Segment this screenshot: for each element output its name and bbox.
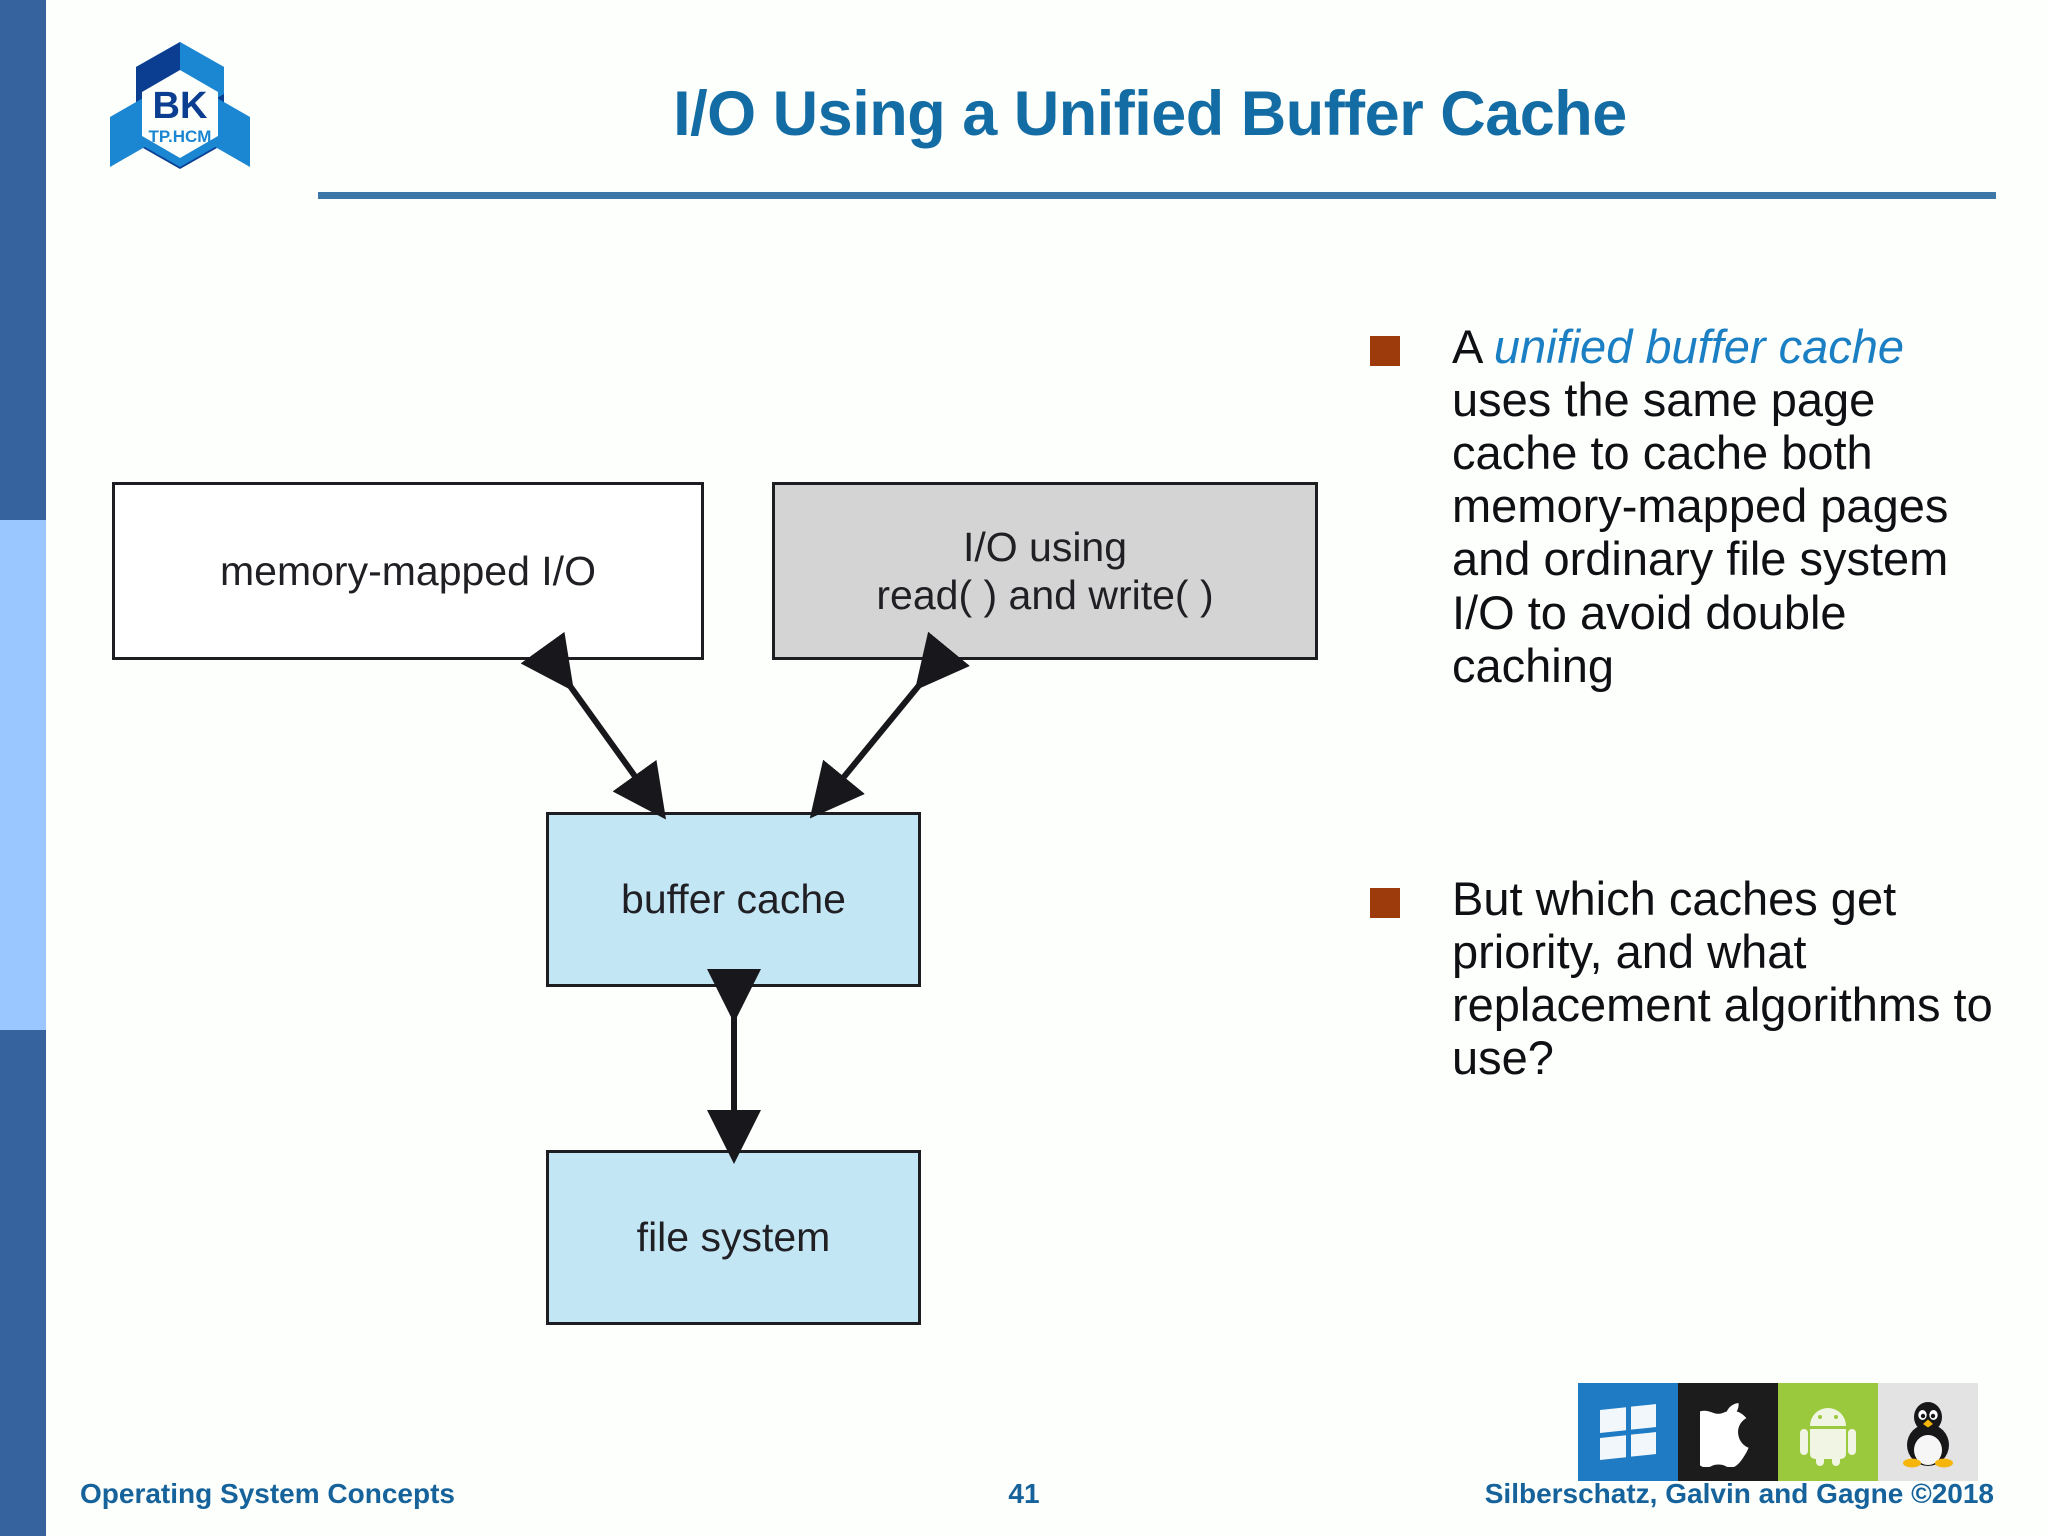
bullet-lead-text: A — [1452, 320, 1494, 373]
bullet-lead-text: But which caches get priority, and what … — [1452, 871, 1993, 1085]
diagram-box-io-read-write: I/O using read( ) and write( ) — [772, 482, 1318, 660]
bullet-item-priority-question: But which caches get priority, and what … — [1370, 872, 2010, 1084]
linux-tux-icon — [1878, 1383, 1978, 1481]
bullet-list: A unified buffer cache uses the same pag… — [1370, 320, 2010, 1084]
bullet-item-unified-buffer-cache: A unified buffer cache uses the same pag… — [1370, 320, 2010, 692]
footer-page-number: 41 — [1008, 1478, 1040, 1509]
diagram-box-buffer-cache-label: buffer cache — [621, 876, 846, 923]
connector-mmio-to-buffer — [520, 631, 667, 820]
title-underline-rule — [318, 192, 1996, 199]
android-icon — [1778, 1383, 1878, 1481]
android-glyph — [1800, 1407, 1856, 1466]
bullet-tail-text: uses the same page cache to cache both m… — [1452, 373, 1949, 692]
apple-icon — [1678, 1383, 1778, 1481]
diagram-box-memory-mapped-io: memory-mapped I/O — [112, 482, 704, 660]
io-read-write-line1: I/O using — [962, 523, 1128, 570]
bk-tphcm-logo: BK TP.HCM — [100, 38, 260, 198]
tux-glyph — [1903, 1401, 1953, 1468]
svg-text:TP.HCM: TP.HCM — [149, 127, 212, 146]
sidebar-bar-middle — [0, 520, 46, 1030]
connector-readwrite-to-buffer — [809, 631, 970, 819]
footer-left-text: Operating System Concepts — [80, 1478, 455, 1509]
windows-icon — [1578, 1383, 1678, 1481]
sidebar-bar-bottom — [0, 1030, 46, 1536]
diagram-box-io-read-write-label: I/O using read( ) and write( ) — [876, 523, 1213, 620]
bullet-emphasis-text: unified buffer cache — [1493, 320, 1905, 373]
footer-right-attribution: Silberschatz, Galvin and Gagne ©2018 — [1484, 1478, 1994, 1509]
windows-glyph — [1600, 1404, 1656, 1460]
os-logo-row — [1578, 1383, 1978, 1481]
diagram-box-file-system-label: file system — [636, 1214, 831, 1261]
diagram-box-file-system: file system — [546, 1150, 921, 1325]
diagram-box-memory-mapped-io-label: memory-mapped I/O — [220, 547, 596, 594]
io-read-write-line2: read( ) and write( ) — [876, 572, 1214, 618]
page-title: I/O Using a Unified Buffer Cache — [673, 79, 1627, 149]
bullet-square-icon — [1370, 336, 1400, 366]
diagram-box-buffer-cache: buffer cache — [546, 812, 921, 987]
apple-glyph — [1700, 1402, 1749, 1467]
bullet-square-icon — [1370, 887, 1400, 918]
sidebar-bar-top — [0, 0, 46, 520]
svg-text:BK: BK — [153, 85, 208, 127]
